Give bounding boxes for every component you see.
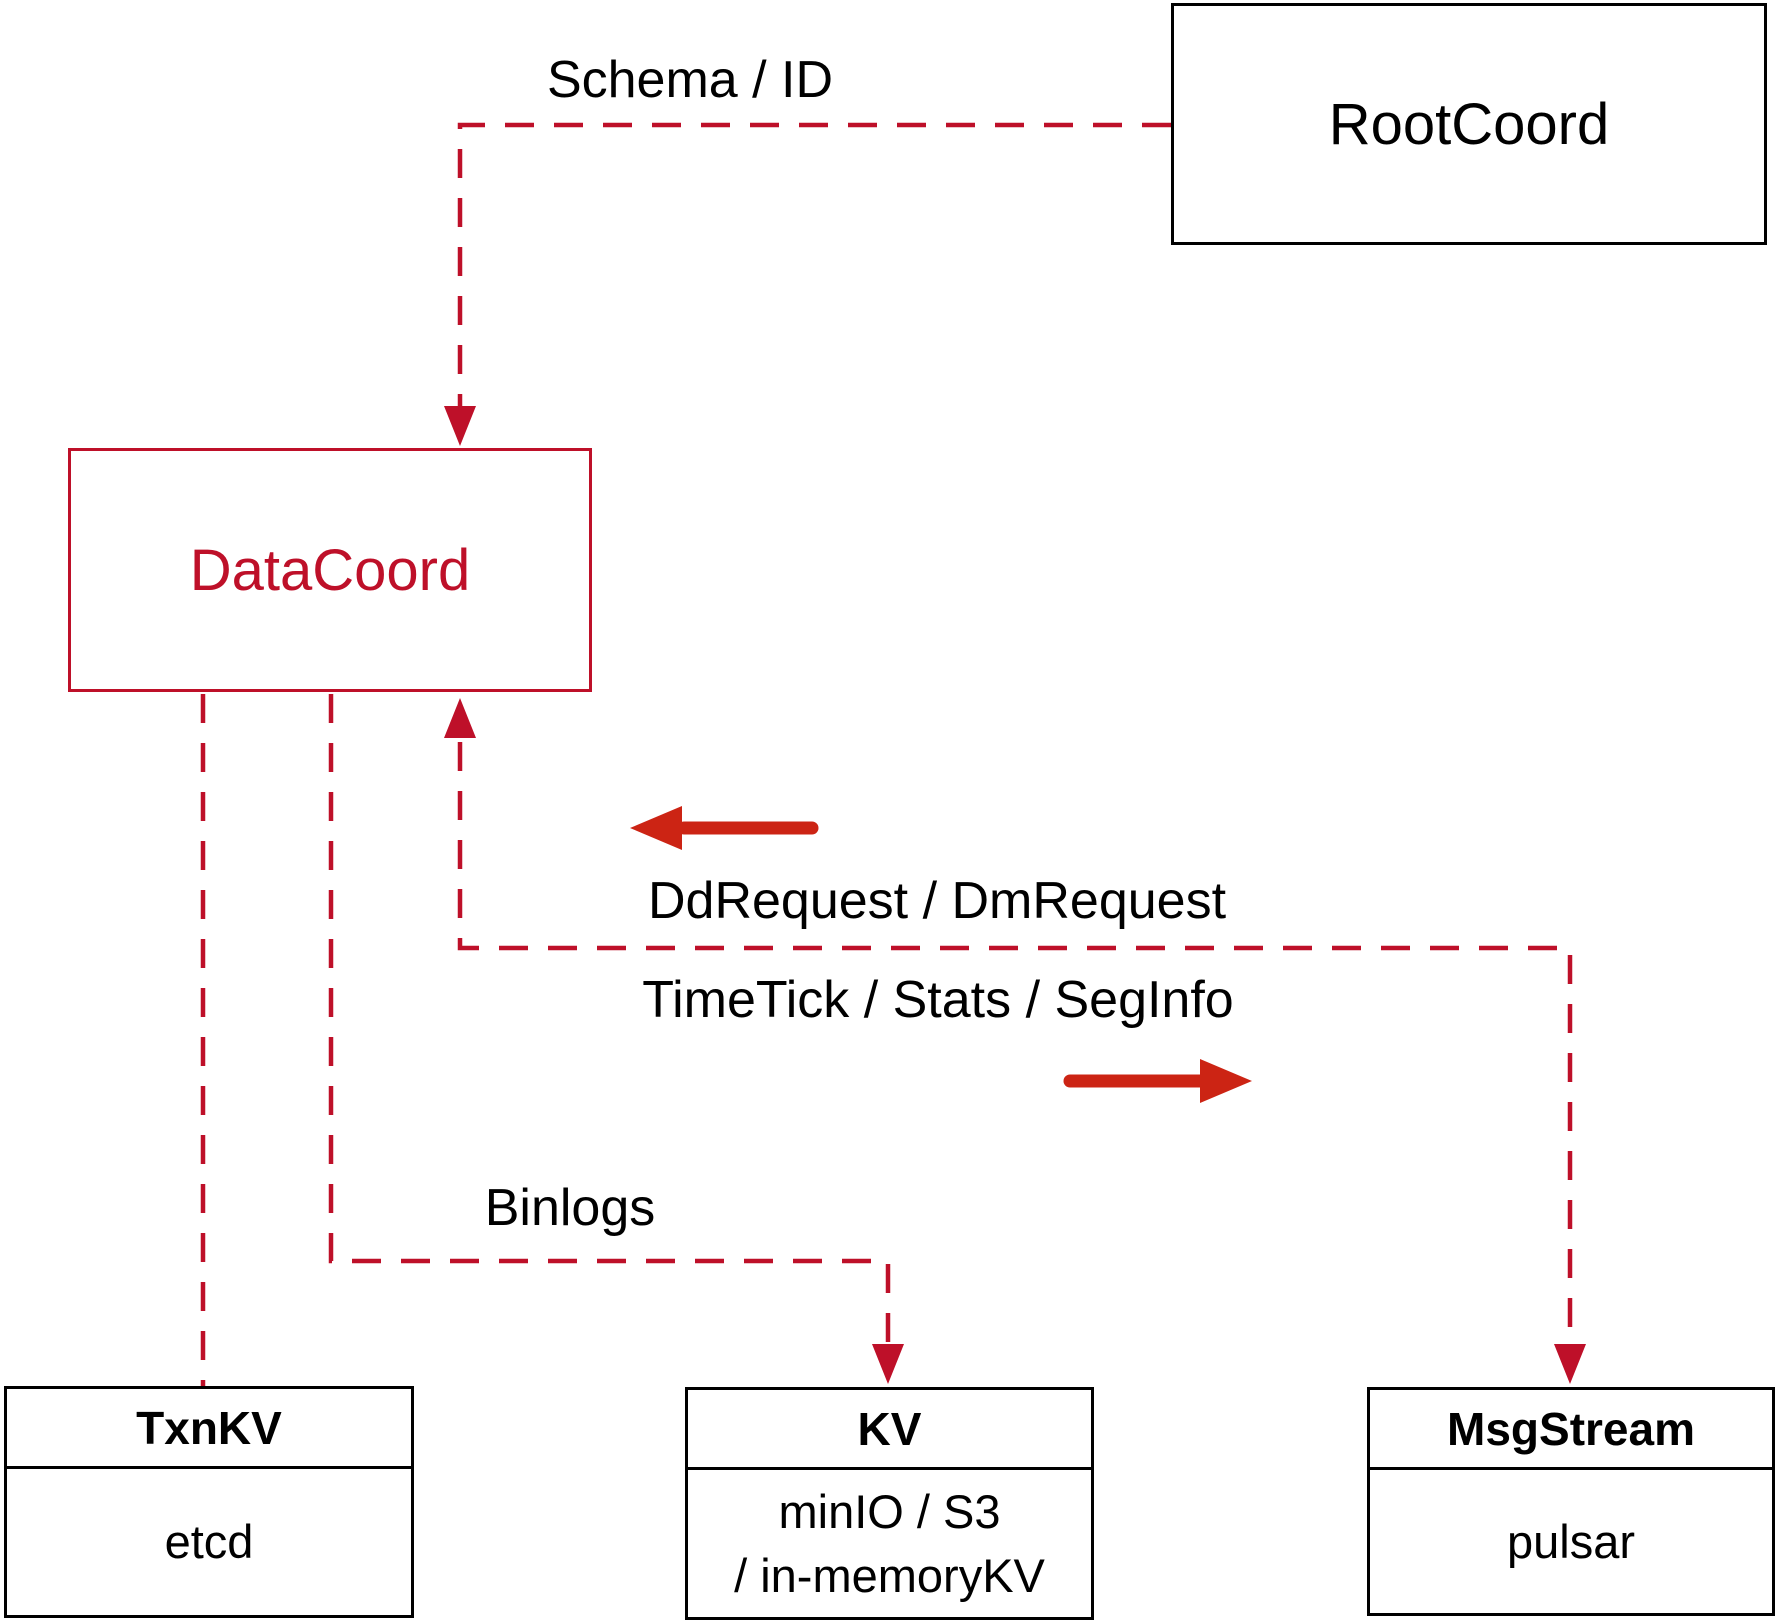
connector-msgstream-datacoord [444, 698, 1586, 1384]
node-rootcoord: RootCoord [1171, 3, 1767, 245]
edge-label-ddrequest-dmrequest: DdRequest / DmRequest [647, 872, 1227, 930]
node-msgstream: MsgStream pulsar [1367, 1387, 1775, 1616]
connector-datacoord-to-kv-binlogs [328, 694, 904, 1384]
edge-label-timetick-stats-seginfo: TimeTick / Stats / SegInfo [642, 971, 1234, 1029]
node-datacoord: DataCoord [68, 448, 592, 692]
kv-body-line-2: / in-memoryKV [734, 1548, 1045, 1602]
right-direction-arrow-icon [1063, 1059, 1252, 1103]
datacoord-label: DataCoord [189, 537, 471, 603]
arrowhead-up-into-datacoord-bottom-icon [444, 698, 476, 738]
node-kv: KV minIO / S3 / in-memoryKV [685, 1387, 1094, 1620]
arrowhead-down-into-msgstream-top-icon [1554, 1344, 1586, 1384]
kv-title: KV [688, 1390, 1091, 1470]
rootcoord-label: RootCoord [1328, 91, 1610, 157]
right-arrow-head [1200, 1059, 1252, 1103]
dashed-line-binlogs [328, 694, 891, 1342]
left-arrow-head [630, 806, 682, 850]
connector-rootcoord-to-datacoord [444, 122, 1171, 446]
txnkv-title: TxnKV [7, 1389, 411, 1469]
edge-label-schema-id: Schema / ID [546, 51, 834, 109]
node-txnkv: TxnKV etcd [4, 1386, 414, 1618]
edge-label-binlogs: Binlogs [484, 1179, 656, 1237]
dashed-line-schema-id [457, 122, 1171, 406]
msgstream-title: MsgStream [1370, 1390, 1772, 1470]
kv-body-line-1: minIO / S3 [778, 1485, 1001, 1539]
arrowhead-down-into-datacoord-top-icon [444, 406, 476, 446]
dashed-line-requests [457, 742, 1573, 1342]
left-direction-arrow-icon [630, 806, 819, 850]
txnkv-body: etcd [164, 1515, 254, 1569]
msgstream-body: pulsar [1506, 1514, 1635, 1568]
arrowhead-down-into-kv-top-icon [872, 1344, 904, 1384]
